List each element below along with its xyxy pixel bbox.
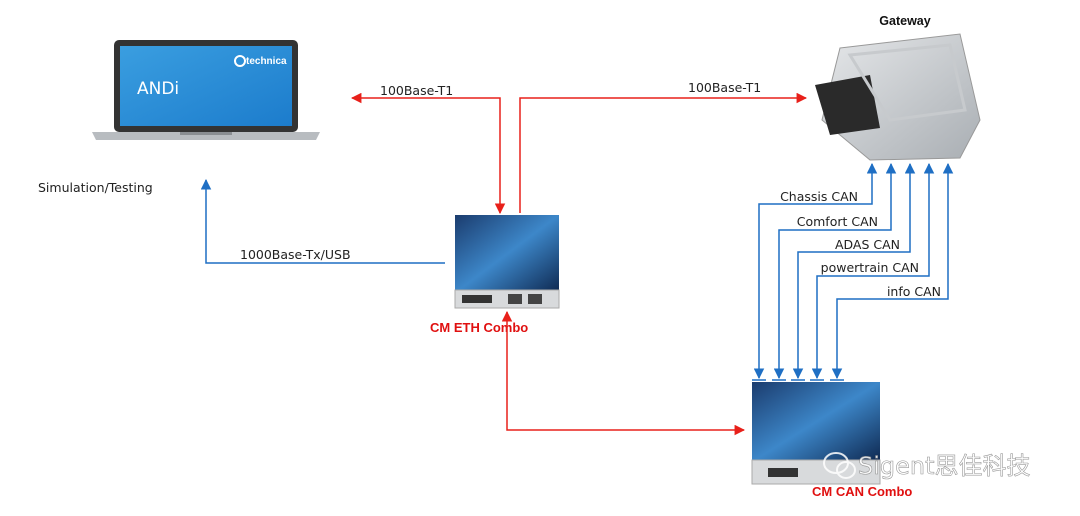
watermark: Sigent思佳科技 (823, 452, 1031, 480)
can-bus-info (831, 162, 954, 380)
technica-logo: technica (246, 56, 287, 67)
eth-can-combo-link (501, 310, 746, 436)
cm-eth-combo-label: CM ETH Combo (430, 320, 528, 335)
laptop: ANDi technica (92, 40, 320, 140)
gateway-title: Gateway (879, 14, 930, 28)
cm-eth-combo-device (454, 215, 560, 309)
andi-screen-text: ANDi (137, 79, 179, 99)
can-label-adas: ADAS CAN (835, 237, 900, 252)
laptop-label: Simulation/Testing (38, 180, 153, 195)
gateway-ecu (815, 33, 981, 161)
cm-can-combo-label: CM CAN Combo (812, 484, 912, 499)
gateway-eth-link (519, 92, 808, 213)
cm-can-combo-device (751, 382, 881, 485)
watermark-text: Sigent思佳科技 (858, 452, 1031, 480)
laptop-link-label: 100Base-T1 (380, 83, 453, 98)
laptop-eth-link (350, 92, 506, 215)
can-label-info: info CAN (887, 284, 941, 299)
can-label-chassis: Chassis CAN (780, 189, 858, 204)
can-label-comfort: Comfort CAN (797, 214, 878, 229)
usb-link (200, 178, 445, 264)
usb-link-label: 1000Base-Tx/USB (240, 247, 351, 262)
gateway-link-label: 100Base-T1 (688, 80, 761, 95)
can-label-powertrain: powertrain CAN (821, 260, 919, 275)
